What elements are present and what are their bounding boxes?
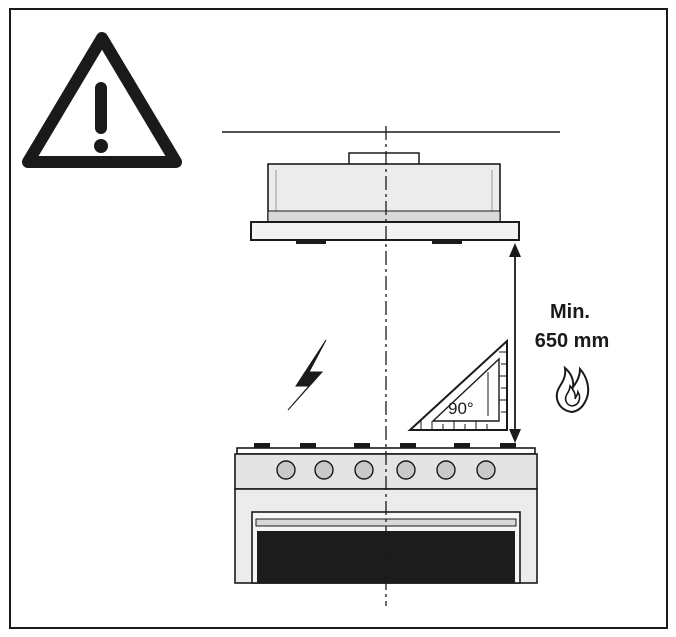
control-knob (276, 460, 296, 480)
cooker-hood (250, 152, 520, 244)
distance-dimension (509, 243, 521, 443)
control-knob (436, 460, 456, 480)
pan-support (454, 443, 470, 448)
control-knob (476, 460, 496, 480)
control-knob (354, 460, 374, 480)
distance-label-line2: 650 mm (535, 330, 610, 352)
pan-support (300, 443, 316, 448)
set-square-icon: 90° (407, 338, 508, 431)
warning-triangle-icon (22, 32, 182, 168)
flame-icon (555, 365, 590, 414)
control-knob (314, 460, 334, 480)
pan-support (400, 443, 416, 448)
pan-support (354, 443, 370, 448)
lightning-bolt-icon (287, 339, 327, 411)
control-knob (396, 460, 416, 480)
distance-label-line1: Min. (550, 301, 590, 323)
pan-support (500, 443, 516, 448)
angle-label: 90° (448, 399, 474, 418)
pan-support (254, 443, 270, 448)
